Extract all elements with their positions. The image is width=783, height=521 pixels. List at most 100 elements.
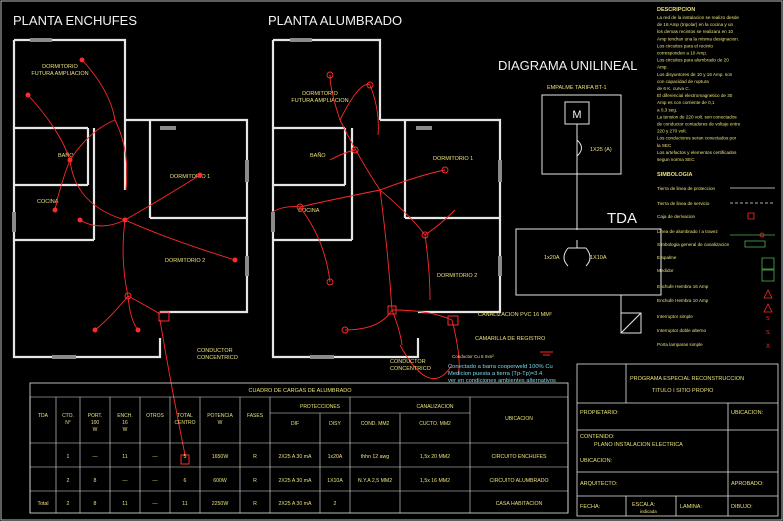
descripcion-line: Amp.	[657, 65, 668, 70]
table-cell: 2X25 A 30 mA	[279, 454, 312, 460]
table-header: CTO.	[62, 413, 74, 419]
table-cell: —	[152, 501, 158, 507]
descripcion-line: Los conductores seran conectados por	[657, 136, 737, 141]
tb-contenido-val: PLANO INSTALACION ELECTRICA	[594, 442, 683, 448]
simbologia-item: Enchufe Hembra 16 Amp	[657, 284, 709, 289]
table-header: W	[93, 427, 98, 433]
table-header: ENCH.	[117, 413, 133, 419]
tb-dibujo: DIBUJO:	[731, 504, 753, 510]
simbologia-item: Tierra de linea de servicio	[657, 201, 710, 206]
table-title: CUADRO DE CARGAS DE ALUMBRADO	[249, 388, 353, 394]
table-cell: 2X25 A 30 mA	[279, 478, 312, 484]
descripcion-line: corresponden a 10 Amp.	[657, 51, 707, 56]
title-diagrama-unilineal: DIAGRAMA UNILINEAL	[498, 58, 637, 73]
table-cell: 2X25 A 30 mA	[279, 501, 312, 507]
room-dormitorio2-1: DORMITORIO 2	[165, 258, 205, 264]
note-ground-3: ver en condiciones ambientes alternativo…	[448, 378, 556, 384]
table-header: W	[123, 427, 128, 433]
descripcion-line: La red de la instalacion se realizo desd…	[657, 15, 739, 20]
simbologia-item: Tierra de linea de proteccion	[657, 186, 715, 191]
empalme-box-1	[180, 454, 190, 465]
lamp-symbol	[366, 81, 374, 89]
room-cocina-1: COCINA	[37, 199, 59, 205]
table-header: FASES	[247, 413, 264, 419]
outlet-symbol	[77, 217, 83, 223]
outlet-symbol	[135, 327, 141, 333]
table-subheader: DISY	[329, 421, 341, 427]
table-cell: 1650W	[212, 454, 229, 460]
table-cell: 2	[334, 501, 337, 507]
table-cell: CIRCUITO ALUMBRADO	[490, 478, 549, 484]
table-cell: —	[122, 478, 128, 484]
table-cell: 1	[67, 454, 70, 460]
lamp-symbol	[326, 278, 334, 286]
plan-alumbrado-walls	[271, 38, 502, 359]
table-cell: R	[253, 478, 257, 484]
title-tda: TDA	[607, 210, 637, 227]
meter-box-1	[158, 311, 170, 322]
outlet-symbol	[52, 207, 58, 213]
descripcion-line: de 6 K. curva C.	[657, 86, 690, 91]
descripcion-line: de 16 Amp (tripolar) en la cocina y un	[657, 22, 734, 27]
table-header: POTENCIA	[207, 413, 233, 419]
simbologia-item: Simbologia general de canalizacion	[657, 242, 730, 247]
descripcion-line: la SEC	[657, 143, 672, 148]
label-breaker-1: 1x20A	[544, 255, 560, 261]
table-header: PROTECCIONES	[300, 404, 341, 410]
simbologia-item: Medidor	[657, 268, 674, 273]
note-ground-2: Medicion puesta a tierra (Tp-Tp)=3.4	[448, 371, 543, 377]
lamp-symbol	[326, 71, 334, 79]
tb-fecha: FECHA:	[580, 504, 601, 510]
descripcion-line: Los artefactos y elementos certificados	[657, 150, 737, 155]
table-header: N°	[65, 420, 71, 426]
simbologia-item: Interruptor doble alterno	[657, 328, 706, 333]
lamp-symbol	[441, 166, 449, 174]
descripcion-line: segun norma SEC	[657, 157, 695, 162]
table-cell: 8	[94, 501, 97, 507]
table-cell: —	[92, 454, 98, 460]
room-dormitorio1-1: DORMITORIO 1	[170, 174, 210, 180]
tda-frame	[515, 228, 662, 296]
table-cell: 5	[184, 454, 187, 460]
outlet-symbol	[122, 217, 128, 223]
descripcion-line: a 0,3 seg.	[657, 107, 677, 112]
table-subheader: DIF	[291, 421, 299, 427]
table-header: OTROS	[146, 413, 164, 419]
tb-escala: ESCALA:	[632, 502, 656, 508]
svg-text:S: S	[766, 330, 770, 336]
table-header: 100	[91, 420, 100, 426]
tb-titulo: TITULO I SITIO PROPIO	[652, 388, 714, 394]
tb-arquitecto: ARQUITECTO:	[580, 481, 618, 487]
tda-box-plan	[387, 305, 397, 315]
table-cell: 600W	[213, 478, 227, 484]
tb-escala-val: indicada	[640, 509, 657, 514]
note-camarilla: CAMARILLA DE REGISTRO	[475, 336, 546, 342]
ground-transformer-symbol	[620, 312, 642, 334]
descripcion-line: de conductor contadores de voltaje entre	[657, 122, 741, 127]
outlet-symbol	[67, 157, 73, 163]
simbologia-item: Interruptor simple	[657, 314, 693, 319]
title-block	[576, 363, 779, 517]
tb-aprobado: APROBADO:	[731, 481, 764, 487]
room-dormitorio1-2: DORMITORIO 1	[433, 156, 473, 162]
table-header: PORT.	[88, 413, 103, 419]
table-cell: 2250W	[212, 501, 229, 507]
plan-enchufes-circuits	[27, 59, 236, 456]
descripcion-line: los demas recintos se realizara en 10	[657, 29, 734, 34]
lamp-symbol	[351, 146, 359, 154]
room-bano-2: BAÑO	[310, 152, 326, 159]
table-cell: 11	[122, 501, 127, 507]
table-cell: thhn 12 awg	[361, 454, 389, 460]
tb-contenido: CONTENIDO:	[580, 434, 615, 440]
descripcion-line: La tension de 220 volt. son conectados	[657, 114, 737, 119]
table-cell: CIRCUITO ENCHUFES	[492, 454, 547, 460]
table-cell: 8	[94, 478, 97, 484]
note-ground-1: Conectado a barra cooperweld 100% Cu	[448, 364, 553, 370]
table-cell: N.Y.A 2,5 MM2	[358, 478, 392, 484]
simbologia-item: Linea de alumbrado / a travez	[657, 229, 718, 234]
table-cell: CASA HABITACION	[496, 501, 543, 507]
